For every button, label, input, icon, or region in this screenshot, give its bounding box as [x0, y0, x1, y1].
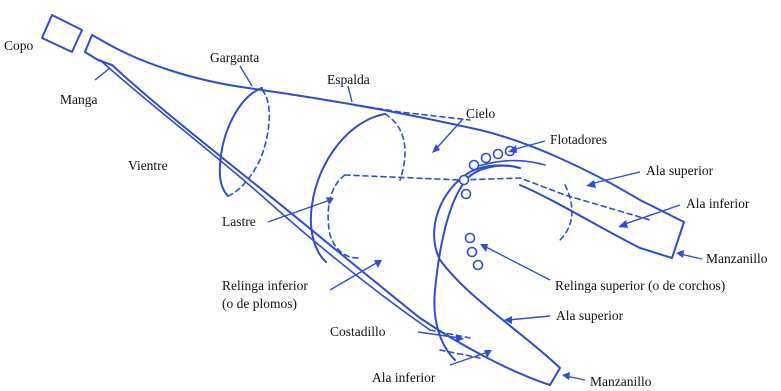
ring-1-front [218, 87, 263, 197]
label-flotadores: Flotadores [550, 132, 607, 147]
float-9 [472, 259, 484, 271]
label-manzanillo-right: Manzanillo [706, 251, 768, 266]
label-vientre: Vientre [128, 158, 168, 173]
label-relinga-inferior: Relinga inferior [222, 278, 308, 293]
label-garganta: Garganta [210, 50, 259, 65]
costadillo-stripe [429, 329, 471, 339]
label-ala-superior-right: Ala superior [646, 163, 714, 178]
flotadores-group [458, 145, 516, 271]
ala-superior-right-edge [519, 184, 685, 259]
label-cielo: Cielo [466, 106, 495, 121]
leader-lines [94, 65, 703, 381]
ring-1-back [227, 89, 271, 197]
label-ala-superior-bottom: Ala superior [556, 308, 624, 323]
vientre-inner-line [99, 59, 431, 331]
label-ala-inferior-bottom: Ala inferior [372, 370, 436, 385]
label-relinga-inferior-sub: (o de plomos) [222, 296, 297, 311]
costadillo-stripe-2 [439, 349, 481, 359]
float-1 [458, 174, 470, 186]
float-2 [460, 188, 472, 200]
ring-2-front [309, 113, 386, 263]
label-ala-inferior-right: Ala inferior [686, 196, 750, 211]
espalda-outline [107, 43, 685, 223]
ala-superior-dash [559, 184, 573, 241]
vientre-outline [111, 64, 551, 386]
label-espalda: Espalda [327, 72, 370, 87]
manga-shape [84, 34, 113, 66]
float-5 [492, 148, 504, 160]
label-copo: Copo [4, 38, 34, 53]
cielo-line [261, 89, 471, 121]
ring-2-back [384, 113, 406, 181]
float-8 [466, 246, 478, 258]
float-4 [480, 152, 492, 164]
cielo-lower-line [344, 174, 651, 221]
relinga-superior-inner [477, 159, 546, 167]
label-manzanillo-bottom: Manzanillo [590, 374, 652, 389]
float-7 [464, 232, 476, 244]
copo-shape [41, 14, 83, 53]
relinga-superior-curve [433, 164, 521, 361]
ring-2-lastre [327, 174, 359, 259]
label-costadillo: Costadillo [330, 324, 386, 339]
ala-inferior-bottom-edge [433, 164, 561, 386]
label-relinga-superior: Relinga superior (o de corchos) [555, 278, 725, 293]
label-lastre: Lastre [222, 214, 256, 229]
label-manga: Manga [60, 92, 98, 107]
float-3 [468, 159, 480, 171]
